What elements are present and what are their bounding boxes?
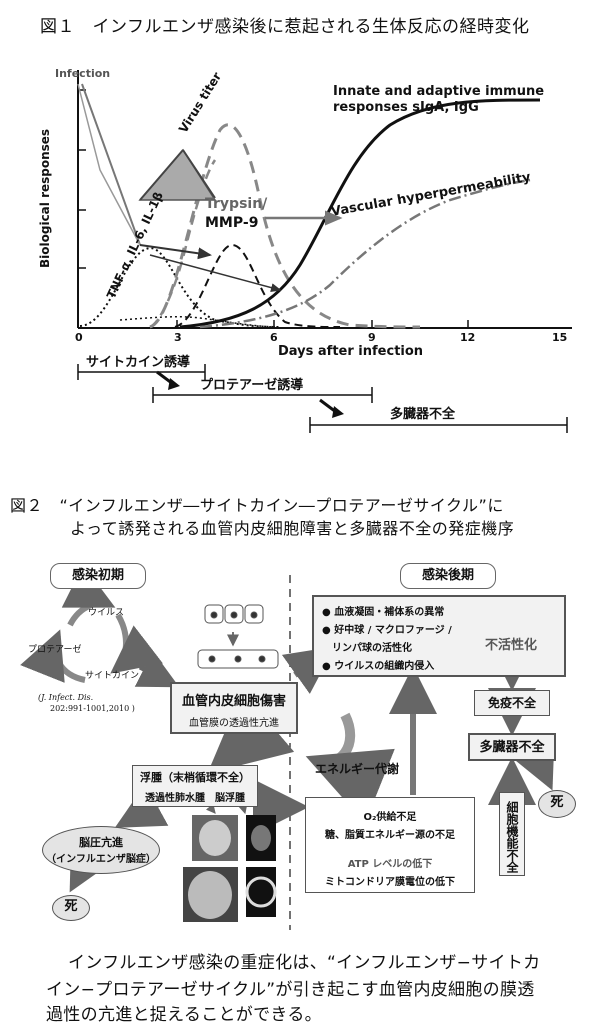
cycle-virus-label: ウイルス	[88, 608, 125, 618]
energy-deficit-box: O₂供給不足 糖、脂質エネルギー源の不足 ATP レベルの低下 ミトコンドリア膜…	[305, 797, 475, 893]
arrow-cytokine-to-innate	[149, 254, 282, 293]
edema-sub: 透過性肺水腫 脳浮腫	[145, 793, 245, 804]
virus-titer-curve-2	[149, 159, 217, 329]
cycle-arrow-bottom	[20, 629, 86, 683]
x-axis-label: Days after infection	[278, 344, 424, 359]
x-tick-9: 9	[368, 331, 376, 344]
trypsin-curve	[174, 243, 341, 328]
phase-arrow-1	[156, 370, 180, 390]
cycle-cytokine-label: サイトカイン	[85, 671, 140, 681]
x-tick-6: 6	[270, 331, 278, 344]
phase-label-cytokine: サイトカイン誘導	[86, 355, 191, 370]
late-phase-label: 感染後期	[400, 563, 496, 589]
late-item-4: ● ウイルスの組織内侵入	[322, 661, 435, 672]
phase-label-mof: 多臓器不全	[390, 407, 456, 422]
y-axis-label: Biological responses	[38, 128, 52, 268]
arrow-cytokine-to-endo	[134, 651, 180, 688]
x-tick-15: 15	[552, 331, 568, 344]
edema-title: 浮腫（末梢循環不全）	[140, 771, 250, 784]
late-phase-box: ● 血液凝固・補体系の異常 ● 好中球 / マクロファージ / リンパ球の活性化…	[312, 595, 566, 677]
endothelial-damage-box: 血管内皮細胞傷害 血管膜の透過性亢進	[170, 682, 298, 734]
x-tick-3: 3	[174, 331, 182, 344]
cycle-arrow-top	[61, 564, 116, 627]
cytokine-curve	[79, 246, 281, 328]
arrow-brain-to-death	[69, 847, 107, 893]
endothelial-damage-title: 血管内皮細胞傷害	[181, 694, 286, 709]
o2-line1: O₂供給不足	[363, 812, 417, 823]
phase-bar-3	[309, 417, 568, 433]
late-item-1: ● 血液凝固・補体系の異常	[322, 607, 445, 618]
brain-pressure-line1: 脳圧亢進	[79, 836, 123, 849]
cycle-arrow-right	[110, 613, 163, 674]
infection-line	[81, 83, 141, 246]
death-circle-left: 死	[52, 895, 90, 921]
x-tick-0: 0	[75, 331, 83, 344]
mof-box: 多臓器不全	[468, 733, 556, 761]
arrow-mof-to-death	[510, 736, 555, 791]
cytokine-curve-2	[119, 315, 276, 328]
immune-failure-box: 免疫不全	[474, 690, 550, 716]
innate-label-line1: Innate and adaptive immune	[333, 84, 545, 99]
phase-bar-1	[77, 364, 206, 380]
brain-pressure-ellipse: 脳圧亢進 （インフルエンザ脳症）	[42, 826, 160, 874]
innate-immune-curve	[179, 98, 541, 329]
caption-line3: 過性の亢進と捉えることができる。	[46, 1005, 322, 1025]
phase-label-protease: プロテアーゼ誘導	[200, 378, 304, 393]
arrow-cytokine-to-trypsin	[139, 244, 212, 260]
late-item-3: リンパ球の活性化	[332, 643, 412, 654]
figure2-title-line1: 図２ “インフルエンザ―サイトカイン―プロテアーゼサイクル”に	[10, 496, 504, 515]
virus-titer-curve	[149, 123, 421, 329]
brain-image-2	[246, 867, 276, 917]
brain-pressure-line2: （インフルエンザ脳症）	[46, 854, 156, 865]
caption-line2: イン−プロテアーゼサイクル”が引き起こす血管内皮細胞の膜透	[46, 980, 535, 1000]
atp-line2: ミトコンドリア膜電位の低下	[325, 877, 455, 888]
caption-line1: インフルエンザ感染の重症化は、“インフルエンザ−サイトカ	[68, 953, 541, 973]
figure1-chart	[77, 70, 572, 433]
citation-line1: (J. Infect. Dis.	[38, 693, 94, 702]
cell-dysfunction-box: 細胞機能不全	[499, 792, 525, 876]
citation-line2: 202:991-1001,2010 )	[50, 704, 135, 713]
trypsin-label-line2: MMP-9	[205, 215, 259, 231]
early-phase-label: 感染初期	[50, 563, 146, 589]
endothelial-damage-sub: 血管膜の透過性亢進	[189, 718, 279, 729]
edema-box: 浮腫（末梢循環不全） 透過性肺水腫 脳浮腫	[132, 765, 258, 807]
infection-label: Infection	[55, 67, 111, 80]
o2-line2: 糖、脂質エネルギー源の不足	[325, 830, 455, 841]
late-item-2: ● 好中球 / マクロファージ /	[322, 625, 452, 636]
innate-label-line2: responses sIgA, IgG	[333, 100, 479, 115]
vascular-curve	[199, 178, 531, 329]
cycle-protease-label: プロテアーゼ	[28, 645, 82, 655]
trypsin-label-line1: Trypsin/	[205, 196, 268, 212]
arrow-endo-to-edema	[207, 691, 295, 774]
phase-arrow-2	[319, 398, 344, 418]
cells-illustration	[197, 604, 279, 669]
x-tick-12: 12	[460, 331, 476, 344]
death-circle-right: 死	[538, 790, 576, 818]
figure2-title-line2: よって誘発される血管内皮細胞障害と多臓器不全の発症機序	[70, 519, 515, 538]
y-ticks	[78, 89, 86, 269]
energy-metabolism-label: エネルギー代謝	[315, 762, 400, 776]
phase-bar-2	[152, 387, 373, 403]
inactivation-label: 不活性化	[485, 638, 538, 653]
figure1-title: 図１ インフルエンザ感染後に惹起される生体反応の経時変化	[40, 17, 530, 37]
energy-curved-arrow	[305, 712, 395, 824]
atp-line1: ATP レベルの低下	[347, 859, 433, 870]
infection-spread-line	[77, 83, 141, 246]
